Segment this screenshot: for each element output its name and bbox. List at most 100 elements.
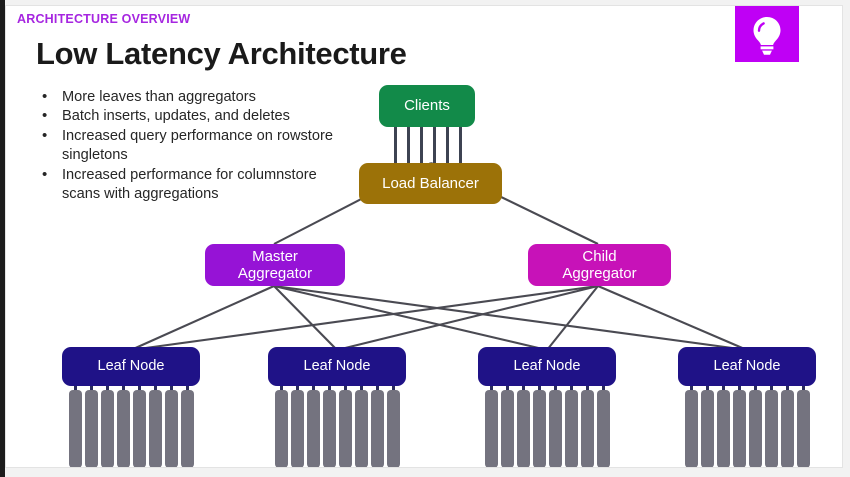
storage-disk xyxy=(100,390,114,467)
disk-stem xyxy=(737,382,741,392)
node-child-aggregator[interactable]: Child Aggregator xyxy=(528,244,671,286)
list-item: More leaves than aggregators xyxy=(31,87,349,107)
node-label-line2: Aggregator xyxy=(562,265,637,282)
node-label: Leaf Node xyxy=(303,357,371,374)
presentation-slide: ARCHITECTURE OVERVIEW Low Latency Archit… xyxy=(5,5,843,468)
node-leaf-1[interactable]: Leaf Node xyxy=(62,347,200,386)
node-label: Leaf Node xyxy=(97,357,165,374)
disk-stem xyxy=(721,382,725,392)
node-label-line2: Aggregator xyxy=(237,265,313,282)
node-leaf-2[interactable]: Leaf Node xyxy=(268,347,406,386)
disk-stem xyxy=(489,382,493,392)
disk-stem xyxy=(185,382,189,392)
storage-disk xyxy=(484,390,498,467)
list-item: Increased performance for columnstore sc… xyxy=(31,165,349,205)
disk-stem xyxy=(279,382,283,392)
storage-disk xyxy=(274,390,288,467)
storage-disk xyxy=(180,390,194,467)
disk-stem xyxy=(601,382,605,392)
node-clients[interactable]: Clients xyxy=(379,85,475,127)
storage-disk xyxy=(548,390,562,467)
storage-disk xyxy=(700,390,714,467)
storage-disk xyxy=(516,390,530,467)
node-label: Clients xyxy=(404,97,450,115)
storage-disk xyxy=(354,390,368,467)
connector-stem xyxy=(394,125,397,168)
storage-disk xyxy=(132,390,146,467)
disk-stem xyxy=(537,382,541,392)
list-item: Batch inserts, updates, and deletes xyxy=(31,106,349,126)
disk-stem xyxy=(553,382,557,392)
connector-stem xyxy=(433,125,436,168)
storage-disk xyxy=(116,390,130,467)
storage-disk xyxy=(290,390,304,467)
disk-stem xyxy=(137,382,141,392)
disk-stem xyxy=(73,382,77,392)
storage-disk xyxy=(748,390,762,467)
disk-stem xyxy=(153,382,157,392)
connector-stem xyxy=(420,125,423,168)
lightbulb-icon xyxy=(735,14,799,56)
disk-stem xyxy=(753,382,757,392)
storage-disk xyxy=(796,390,810,467)
storage-disk xyxy=(564,390,578,467)
storage-disk xyxy=(338,390,352,467)
disk-stem xyxy=(295,382,299,392)
node-label-line1: Child xyxy=(582,247,617,265)
node-label: Load Balancer xyxy=(382,174,479,192)
connector-stem xyxy=(446,125,449,168)
bullet-list: More leaves than aggregators Batch inser… xyxy=(31,87,349,205)
disk-stem xyxy=(375,382,379,392)
disk-stem xyxy=(391,382,395,392)
storage-disk xyxy=(732,390,746,467)
node-leaf-3[interactable]: Leaf Node xyxy=(478,347,616,386)
storage-disk xyxy=(68,390,82,467)
disk-stem xyxy=(689,382,693,392)
window-left-rail xyxy=(0,0,5,477)
storage-disk xyxy=(306,390,320,467)
storage-disk xyxy=(500,390,514,467)
storage-disk xyxy=(370,390,384,467)
node-leaf-4[interactable]: Leaf Node xyxy=(678,347,816,386)
disk-stem xyxy=(505,382,509,392)
disk-stem xyxy=(359,382,363,392)
storage-disk xyxy=(716,390,730,467)
list-item: Increased query performance on rowstore … xyxy=(31,126,349,166)
disk-stem xyxy=(801,382,805,392)
disk-stem xyxy=(521,382,525,392)
node-label: Leaf Node xyxy=(713,357,781,374)
disk-stem xyxy=(343,382,347,392)
storage-disk xyxy=(148,390,162,467)
disk-stem xyxy=(585,382,589,392)
slide-eyebrow-label: ARCHITECTURE OVERVIEW xyxy=(17,12,191,26)
storage-disk xyxy=(684,390,698,467)
lightbulb-badge xyxy=(735,6,799,62)
page-title: Low Latency Architecture xyxy=(36,36,407,71)
disk-stem xyxy=(169,382,173,392)
storage-disk xyxy=(532,390,546,467)
storage-disk xyxy=(580,390,594,467)
connector-stem xyxy=(459,125,462,168)
storage-disk xyxy=(596,390,610,467)
node-master-aggregator[interactable]: Master Aggregator xyxy=(205,244,345,286)
storage-disk xyxy=(780,390,794,467)
disk-stem xyxy=(569,382,573,392)
storage-disk xyxy=(764,390,778,467)
disk-stem xyxy=(105,382,109,392)
disk-stem xyxy=(769,382,773,392)
architecture-diagram: Clients Load Balancer Master Aggregator … xyxy=(6,6,842,467)
storage-disk xyxy=(322,390,336,467)
node-label-line1: Master xyxy=(252,247,298,265)
node-label: Leaf Node xyxy=(513,357,581,374)
connector-stem xyxy=(407,125,410,168)
disk-stem xyxy=(327,382,331,392)
storage-disk xyxy=(84,390,98,467)
disk-stem xyxy=(311,382,315,392)
node-load-balancer[interactable]: Load Balancer xyxy=(359,163,502,204)
disk-stem xyxy=(89,382,93,392)
disk-stem xyxy=(785,382,789,392)
disk-stem xyxy=(705,382,709,392)
storage-disk xyxy=(164,390,178,467)
storage-disk xyxy=(386,390,400,467)
